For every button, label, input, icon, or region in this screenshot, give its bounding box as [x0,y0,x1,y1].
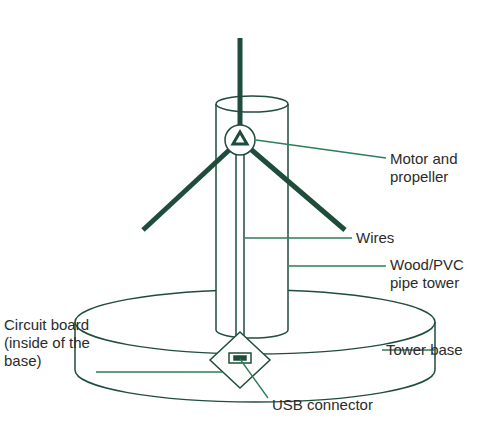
callout-label: Circuit board (inside of the base) [4,316,96,370]
pipe-tower-top [216,96,288,112]
callout-label: Wires [356,229,416,247]
propeller-blade [240,140,345,230]
leader-line [289,265,386,266]
motor [225,125,255,155]
leader-line [245,237,352,238]
propeller-hub [233,132,247,144]
leader-line [240,359,268,398]
callout-label: Wood/PVC pipe tower [390,256,490,292]
callout-label: Tower base [386,341,492,359]
usb-connector [229,353,251,363]
pipe-tower [216,104,288,338]
leader-line [96,371,222,372]
wire [243,152,245,340]
callout-label: Motor and propeller [390,150,496,186]
wire [235,152,237,340]
callout-label: USB connector [272,396,392,414]
leader-line [256,140,386,158]
propeller-blade [143,140,240,230]
